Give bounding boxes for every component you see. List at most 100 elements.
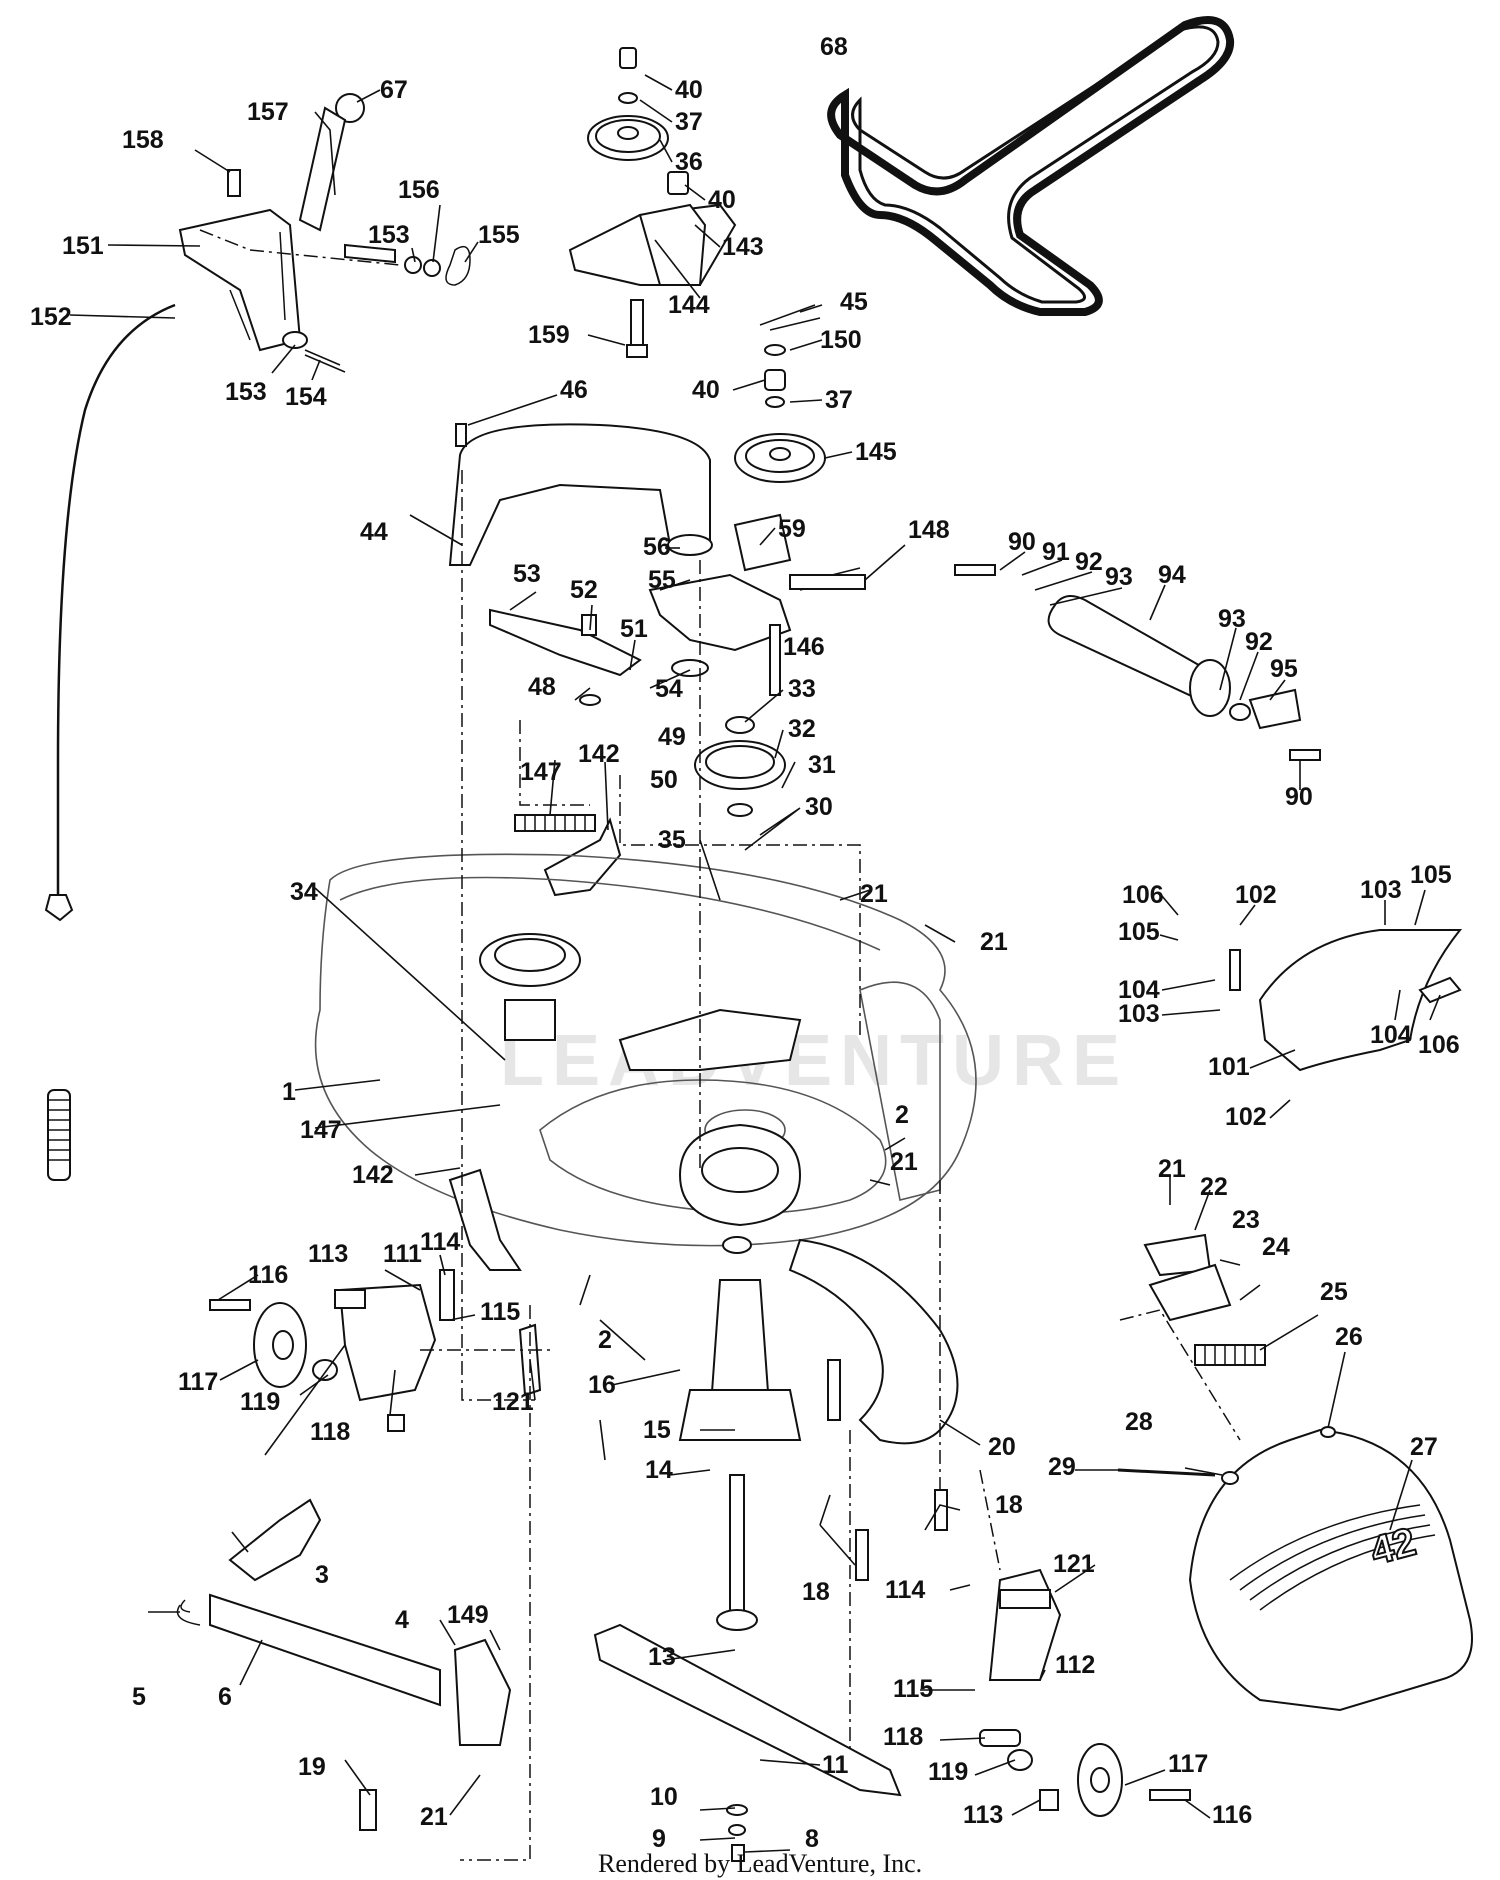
callout-13: 13 — [648, 1643, 676, 1671]
callout-55: 55 — [648, 566, 676, 594]
callout-26: 26 — [1335, 1323, 1363, 1351]
callout-36: 36 — [675, 148, 703, 176]
callout-116-a: 116 — [248, 1261, 288, 1289]
callout-28: 28 — [1125, 1408, 1153, 1436]
callout-93-b: 93 — [1218, 605, 1246, 633]
callout-19: 19 — [298, 1753, 326, 1781]
callout-10: 10 — [650, 1783, 678, 1811]
callout-119-a: 119 — [240, 1388, 280, 1416]
callout-90-a: 90 — [1008, 528, 1036, 556]
callout-113-b: 113 — [963, 1801, 1003, 1829]
callout-93-a: 93 — [1105, 563, 1133, 591]
callout-15: 15 — [643, 1416, 671, 1444]
drive-belt — [827, 16, 1235, 316]
callout-40-c: 40 — [692, 376, 720, 404]
callout-53: 53 — [513, 560, 541, 588]
callout-31: 31 — [808, 751, 836, 779]
callout-92-a: 92 — [1075, 548, 1103, 576]
callout-21-d: 21 — [420, 1803, 448, 1831]
callout-27: 27 — [1410, 1433, 1438, 1461]
callout-145: 145 — [855, 438, 897, 466]
callout-148: 148 — [908, 516, 950, 544]
callout-118-b: 118 — [883, 1723, 923, 1751]
callout-102-b: 102 — [1225, 1103, 1267, 1131]
callout-49: 49 — [658, 723, 686, 751]
callout-56: 56 — [643, 533, 671, 561]
callout-20: 20 — [988, 1433, 1016, 1461]
callout-154: 154 — [285, 383, 327, 411]
callout-147-b: 147 — [300, 1116, 342, 1144]
callout-117-a: 117 — [178, 1368, 218, 1396]
callout-142-b: 142 — [352, 1161, 394, 1189]
callout-91: 91 — [1042, 538, 1070, 566]
callout-45: 45 — [840, 288, 868, 316]
callout-153-b: 153 — [225, 378, 267, 406]
callout-40-a: 40 — [675, 76, 703, 104]
callout-151: 151 — [62, 232, 104, 260]
callout-21-c: 21 — [890, 1148, 918, 1176]
callout-111: 111 — [383, 1240, 422, 1268]
callout-144: 144 — [668, 291, 710, 319]
callout-119-b: 119 — [928, 1758, 968, 1786]
callout-16: 16 — [588, 1371, 616, 1399]
callout-146: 146 — [783, 633, 825, 661]
parts-artwork: 42 — [44, 16, 1473, 1862]
callout-9: 9 — [652, 1825, 666, 1853]
callout-37-b: 37 — [825, 386, 853, 414]
callout-52: 52 — [570, 576, 598, 604]
callout-35: 35 — [658, 826, 686, 854]
leader-lines — [69, 74, 1441, 1853]
callout-114-a: 114 — [420, 1228, 460, 1256]
callout-33: 33 — [788, 675, 816, 703]
callout-59: 59 — [778, 515, 806, 543]
callout-46: 46 — [560, 376, 588, 404]
callout-22: 22 — [1200, 1173, 1228, 1201]
callout-51: 51 — [620, 615, 648, 643]
callout-142-a: 142 — [578, 740, 620, 768]
callout-25: 25 — [1320, 1278, 1348, 1306]
callout-90-b: 90 — [1285, 783, 1313, 811]
callout-48: 48 — [528, 673, 556, 701]
callout-106-a: 106 — [1122, 881, 1164, 909]
callout-21-b: 21 — [980, 928, 1008, 956]
callout-8: 8 — [805, 1825, 819, 1853]
callout-114-b: 114 — [885, 1576, 925, 1604]
callout-14: 14 — [645, 1456, 673, 1484]
callout-2-b: 2 — [598, 1326, 612, 1354]
callout-121-b: 121 — [1053, 1550, 1095, 1578]
callout-113-a: 113 — [308, 1240, 348, 1268]
callout-24: 24 — [1262, 1233, 1290, 1261]
callout-118-a: 118 — [310, 1418, 350, 1446]
callout-labels: 40 37 36 40 143 144 159 68 67 157 158 15… — [30, 33, 1460, 1853]
callout-117-b: 117 — [1168, 1750, 1208, 1778]
callout-29: 29 — [1048, 1453, 1076, 1481]
callout-101: 101 — [1208, 1053, 1250, 1081]
callout-95: 95 — [1270, 655, 1298, 683]
callout-18-b: 18 — [802, 1578, 830, 1606]
footer-credit: Rendered by LeadVenture, Inc. — [598, 1849, 922, 1878]
callout-32: 32 — [788, 715, 816, 743]
callout-50: 50 — [650, 766, 678, 794]
callout-54: 54 — [655, 675, 683, 703]
callout-149: 149 — [447, 1601, 489, 1629]
watermark: LEADVENTURE — [500, 1021, 1128, 1101]
callout-116-b: 116 — [1212, 1801, 1252, 1829]
callout-94: 94 — [1158, 561, 1186, 589]
callout-103-a: 103 — [1360, 876, 1402, 904]
callout-4: 4 — [395, 1606, 409, 1634]
callout-112: 112 — [1055, 1651, 1095, 1679]
callout-102-a: 102 — [1235, 881, 1277, 909]
callout-11: 11 — [822, 1751, 849, 1779]
callout-2-a: 2 — [895, 1101, 909, 1129]
callout-18-a: 18 — [995, 1491, 1023, 1519]
callout-156: 156 — [398, 176, 440, 204]
callout-155: 155 — [478, 221, 520, 249]
callout-103-b: 103 — [1118, 1000, 1160, 1028]
callout-158: 158 — [122, 126, 164, 154]
callout-104-a: 104 — [1118, 976, 1160, 1004]
callout-67: 67 — [380, 76, 408, 104]
callout-40-b: 40 — [708, 186, 736, 214]
callout-44: 44 — [360, 518, 388, 546]
callout-37-a: 37 — [675, 108, 703, 136]
